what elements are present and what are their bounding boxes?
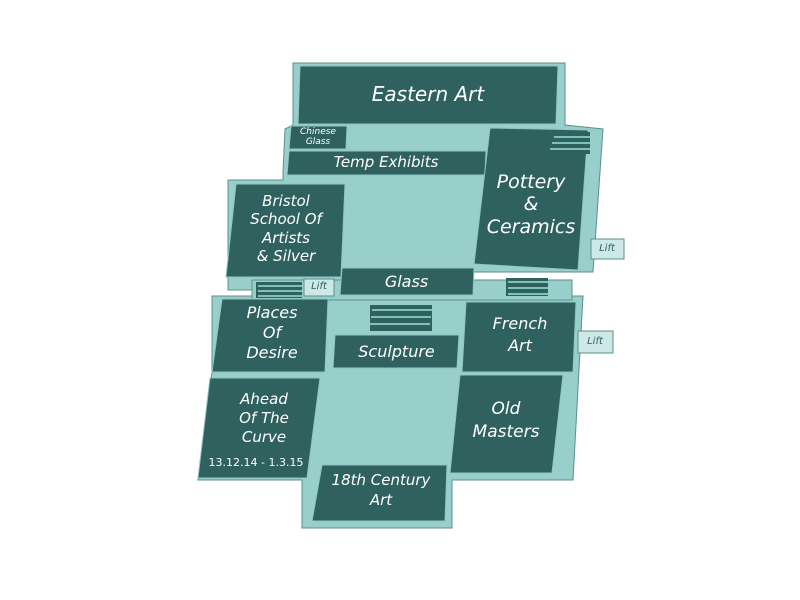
old-masters-label: Old Masters — [452, 398, 560, 444]
room-glass[interactable] — [339, 267, 475, 296]
glass-label: Glass — [340, 272, 473, 291]
century-art-label: 18th Century Art — [314, 471, 448, 510]
ahead-of-curve-label: Ahead Of The Curve — [208, 390, 320, 447]
ahead-line-2: Of The — [239, 409, 289, 428]
room-ahead-of-curve[interactable] — [197, 377, 321, 479]
room-sculpture[interactable] — [332, 334, 460, 369]
pottery-line-1: Pottery — [496, 171, 566, 193]
stairs-upper-right — [550, 132, 590, 154]
temp-exhibits-text: Temp Exhibits — [333, 153, 439, 171]
stairs-right — [506, 278, 548, 296]
room-18th-century-art[interactable] — [311, 464, 448, 522]
room-pottery-ceramics[interactable] — [473, 127, 589, 271]
stairs-left — [256, 282, 302, 298]
ahead-line-1: Ahead — [240, 390, 288, 408]
bristol-line-2: School Of — [250, 210, 322, 229]
sculpture-text: Sculpture — [358, 342, 435, 361]
temp-exhibits-label: Temp Exhibits — [287, 153, 485, 171]
french-art-label: French Art — [464, 313, 576, 356]
bristol-line-4: & Silver — [256, 246, 316, 265]
sculpture-label: Sculpture — [334, 342, 459, 361]
room-french-art[interactable] — [461, 301, 577, 373]
chinese-glass-line-2: Glass — [305, 137, 331, 148]
room-chinese-glass[interactable] — [288, 125, 348, 150]
bristol-line-1: Bristol — [262, 192, 310, 210]
french-art-line-2: Art — [508, 335, 532, 355]
room-eastern-art[interactable] — [297, 65, 559, 125]
old-masters-line-2: Masters — [472, 421, 540, 442]
pottery-line-3: Ceramics — [486, 215, 576, 238]
glass-text: Glass — [384, 272, 429, 291]
lift-label-3[interactable]: Lift — [587, 336, 603, 347]
eastern-art-label: Eastern Art — [300, 82, 556, 106]
lift-label-1[interactable]: Lift — [599, 243, 615, 254]
century-line-2: Art — [369, 490, 393, 509]
century-line-1: 18th Century — [331, 471, 431, 489]
places-line-2: Of — [262, 323, 282, 342]
places-of-desire-label: Places Of Desire — [218, 303, 326, 363]
room-old-masters[interactable] — [449, 374, 564, 474]
old-masters-line-1: Old — [491, 399, 521, 419]
chinese-glass-line-1: Chinese — [300, 127, 336, 137]
pottery-line-2: & — [523, 193, 539, 216]
lift-box-2[interactable] — [303, 278, 335, 297]
stairs-center — [370, 305, 432, 331]
lift-label-2[interactable]: Lift — [311, 281, 327, 292]
bristol-line-3: Artists — [262, 228, 310, 247]
places-line-3: Desire — [246, 343, 298, 362]
eastern-art-text: Eastern Art — [371, 82, 485, 106]
lift-box-1[interactable] — [590, 238, 625, 260]
ahead-dates-text: 13.12.14 - 1.3.15 — [208, 456, 304, 469]
french-art-line-1: French — [492, 314, 548, 333]
chinese-glass-label: Chinese Glass — [289, 127, 347, 148]
pottery-ceramics-label: Pottery & Ceramics — [476, 171, 586, 238]
places-line-1: Places — [246, 303, 298, 322]
room-places-of-desire[interactable] — [211, 298, 329, 373]
lift-box-3[interactable] — [577, 330, 614, 354]
bristol-label: Bristol School Of Artists & Silver — [228, 192, 344, 265]
ahead-dates-label: 13.12.14 - 1.3.15 — [200, 456, 312, 469]
ahead-line-3: Curve — [241, 428, 287, 447]
